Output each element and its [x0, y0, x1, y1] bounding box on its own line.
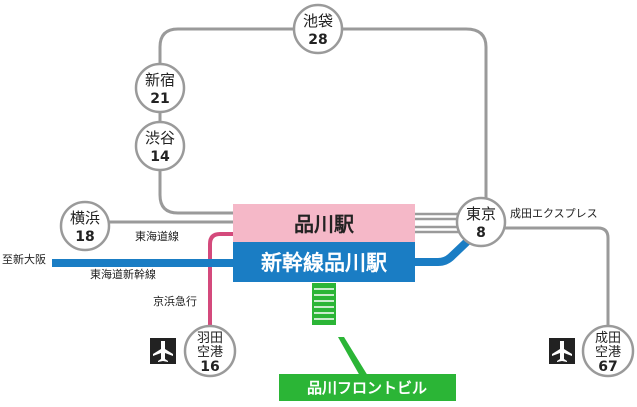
yamanote-line: [158, 27, 488, 215]
station-name: 東京: [466, 205, 496, 223]
station-name: 新宿: [145, 71, 175, 89]
station-name-line2: 空港: [197, 345, 223, 360]
jr-shinagawa-box: [233, 204, 415, 242]
station-name-line2: 空港: [595, 345, 621, 360]
station-shibuya: 渋谷 14: [134, 120, 186, 172]
narita-express-line: [505, 226, 610, 325]
station-minutes: 28: [308, 32, 327, 48]
keikyu-label: 京浜急行: [153, 294, 197, 308]
callout-pointer: [338, 337, 368, 376]
station-yokohama: 横浜 18: [59, 200, 111, 252]
airplane-icon: [150, 338, 176, 364]
destination-label: 品川フロントビル: [307, 379, 427, 397]
to-shin-osaka-label: 至新大阪: [2, 252, 46, 266]
station-name-line1: 羽田: [197, 331, 223, 346]
station-name-line1: 成田: [595, 331, 621, 346]
station-minutes: 16: [200, 359, 219, 375]
shinkansen-shinagawa-label: 新幹線品川駅: [261, 251, 388, 275]
shinkansen-to-tokyo-line: [414, 233, 476, 266]
station-ikebukuro: 池袋 28: [292, 3, 344, 55]
jr-shinagawa-label: 品川駅: [294, 212, 354, 236]
shinkansen-shinagawa-box: [233, 242, 415, 282]
station-shinjuku: 新宿 21: [134, 62, 186, 114]
station-minutes: 8: [476, 225, 486, 241]
station-minutes: 14: [150, 149, 170, 165]
station-name: 横浜: [70, 209, 100, 227]
airplane-icon: [549, 338, 575, 364]
building-icon: [312, 283, 336, 325]
station-tokyo: 東京 8: [455, 196, 507, 248]
station-name: 池袋: [303, 12, 333, 30]
tokaido-shinkansen-label: 東海道新幹線: [90, 267, 156, 281]
narita-express-label: 成田エクスプレス: [510, 207, 598, 220]
station-minutes: 21: [150, 91, 169, 107]
station-name: 渋谷: [145, 129, 175, 147]
station-minutes: 18: [75, 229, 94, 245]
station-minutes: 67: [598, 359, 617, 375]
station-haneda-airport: 羽田 空港 16: [183, 324, 237, 378]
destination-label-box: [279, 374, 456, 401]
station-narita-airport: 成田 空港 67: [581, 324, 635, 378]
tokaido-line-label: 東海道線: [135, 229, 179, 243]
keikyu-line: [208, 232, 234, 330]
